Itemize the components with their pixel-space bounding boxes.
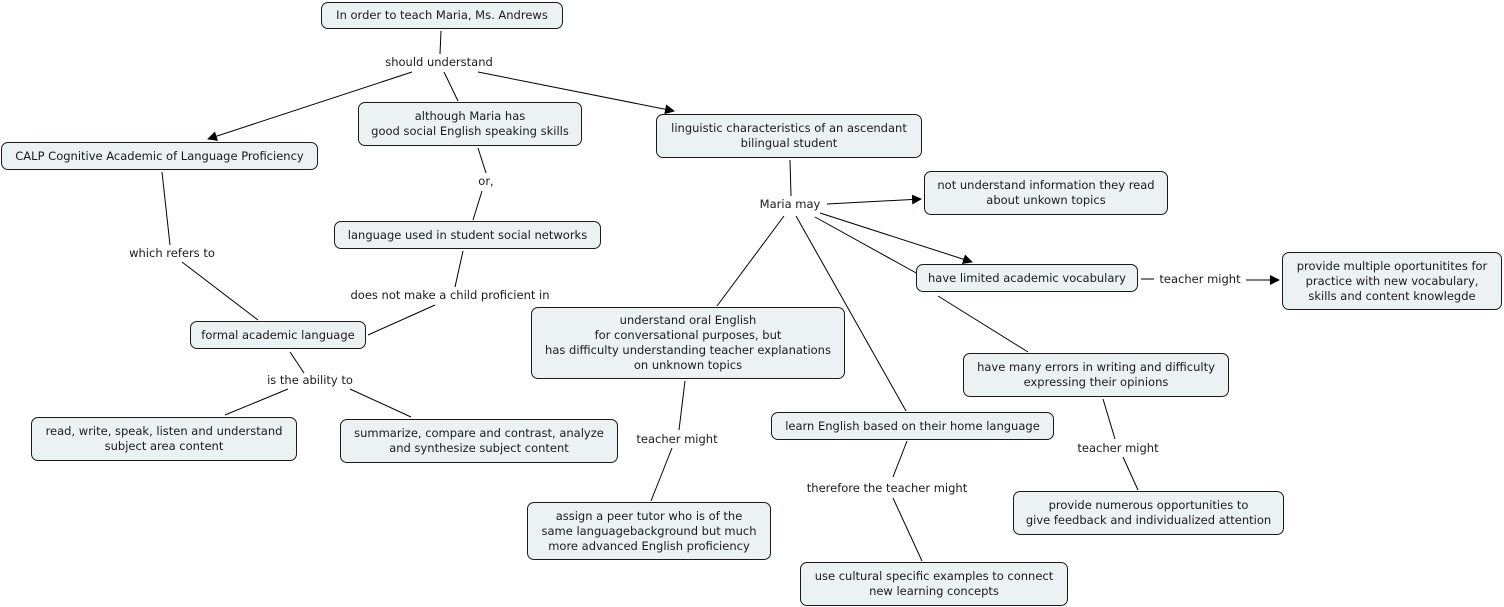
- node-peer-tutor[interactable]: assign a peer tutor who is of the same l…: [527, 502, 771, 560]
- connector: [795, 215, 907, 412]
- node-although-maria[interactable]: although Maria has good social English s…: [358, 102, 582, 146]
- node-cultural-examples[interactable]: use cultural specific examples to connec…: [800, 562, 1068, 606]
- connector: [678, 380, 686, 431]
- link-does-not-make-proficient: does not make a child proficient in: [348, 288, 552, 302]
- connector: [454, 250, 464, 288]
- node-limited-vocabulary[interactable]: have limited academic vocabulary: [916, 264, 1138, 292]
- node-home-language[interactable]: learn English based on their home langua…: [771, 412, 1054, 440]
- node-root[interactable]: In order to teach Maria, Ms. Andrews: [321, 2, 563, 29]
- node-calp[interactable]: CALP Cognitive Academic of Language Prof…: [1, 142, 318, 170]
- connector: [349, 388, 412, 418]
- connector-arrow: [207, 71, 413, 141]
- link-teacher-might-vocabulary: teacher might: [1157, 272, 1243, 286]
- link-teacher-might-oral: teacher might: [634, 432, 720, 446]
- node-linguistic-characteristics[interactable]: linguistic characteristics of an ascenda…: [656, 114, 922, 158]
- node-oral-english[interactable]: understand oral English for conversation…: [531, 307, 845, 379]
- connector: [439, 30, 442, 55]
- connector: [181, 261, 259, 321]
- connector: [892, 497, 923, 562]
- connector: [367, 304, 436, 336]
- connector: [443, 71, 459, 102]
- node-formal-academic-language[interactable]: formal academic language: [190, 321, 366, 349]
- connector-arrow: [477, 71, 675, 115]
- connector: [716, 215, 785, 307]
- node-multiple-opportunities[interactable]: provide multiple oportunitites for pract…: [1282, 252, 1502, 310]
- link-or: or,: [476, 174, 496, 188]
- connector: [224, 388, 289, 416]
- link-should-understand: should understand: [383, 55, 495, 69]
- link-is-the-ability-to: is the ability to: [265, 373, 355, 387]
- connector: [289, 351, 305, 374]
- node-summarize[interactable]: summarize, compare and contrast, analyze…: [340, 419, 618, 463]
- connector: [937, 295, 1029, 353]
- link-therefore-teacher-might: therefore the teacher might: [804, 481, 970, 495]
- node-many-errors[interactable]: have many errors in writing and difficul…: [963, 353, 1229, 397]
- connector: [814, 216, 919, 275]
- link-maria-may: Maria may: [757, 197, 823, 211]
- node-social-networks[interactable]: language used in student social networks: [334, 221, 601, 249]
- connector: [789, 159, 792, 197]
- node-not-understand[interactable]: not understand information they read abo…: [924, 171, 1168, 215]
- node-feedback[interactable]: provide numerous opportunities to give f…: [1013, 491, 1284, 535]
- connector-arrow: [826, 194, 922, 205]
- connector: [477, 147, 487, 174]
- connector: [472, 190, 483, 221]
- connector: [650, 447, 673, 502]
- connector: [161, 171, 171, 246]
- node-read-write[interactable]: read, write, speak, listen and understan…: [31, 417, 297, 461]
- link-teacher-might-errors: teacher might: [1075, 441, 1161, 455]
- link-which-refers-to: which refers to: [127, 246, 217, 260]
- connector-arrow: [819, 212, 973, 264]
- connector: [1122, 456, 1139, 491]
- connector: [892, 440, 908, 478]
- connector: [1102, 398, 1116, 440]
